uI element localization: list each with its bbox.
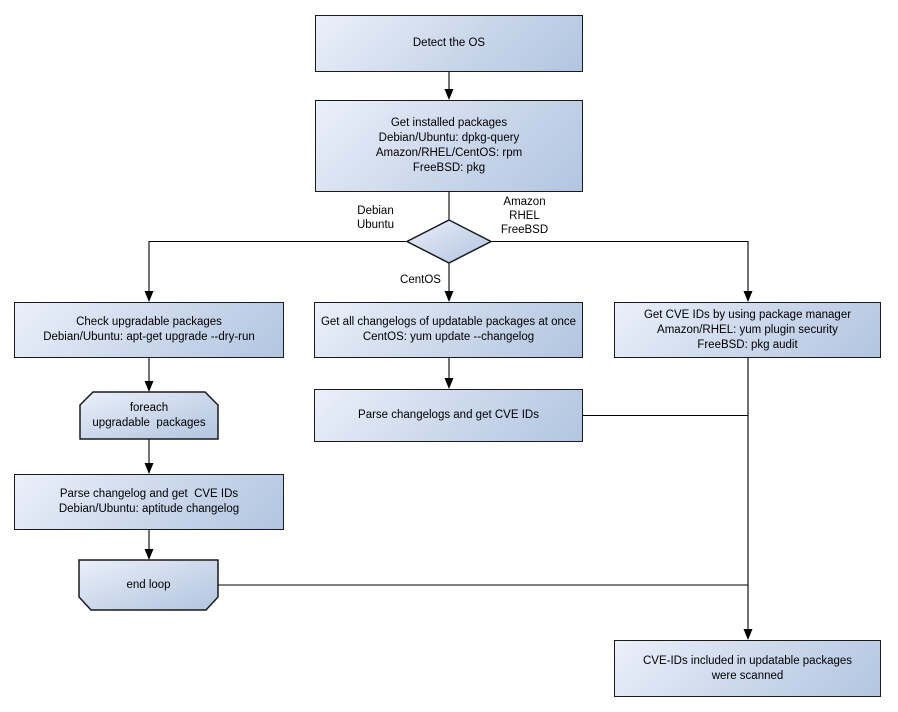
os-decision-diamond-shape bbox=[405, 219, 493, 264]
arrowhead bbox=[144, 463, 154, 474]
node-parse-changelogs-mid: Parse changelogs and get CVE IDs bbox=[314, 389, 583, 442]
node-get-cve-ids-right: Get CVE IDs by using package manager Ama… bbox=[614, 302, 881, 358]
arrowhead bbox=[743, 629, 753, 640]
node-cve-ids-scanned: CVE-IDs included in updatable packages w… bbox=[614, 640, 881, 697]
branch-label-debian-ubuntu: Debian Ubuntu bbox=[356, 205, 395, 231]
node-detect-os: Detect the OS bbox=[315, 15, 583, 72]
node-get-installed-packages: Get installed packages Debian/Ubuntu: dp… bbox=[315, 100, 583, 192]
arrowhead bbox=[444, 291, 454, 302]
foreach-loop-shape bbox=[79, 391, 219, 440]
node-check-upgradable-packages: Check upgradable packages Debian/Ubuntu:… bbox=[14, 302, 284, 358]
branch-label-centos: CentOS bbox=[400, 274, 441, 286]
arrowhead bbox=[444, 378, 454, 389]
arrowhead bbox=[144, 291, 154, 302]
node-get-all-changelogs: Get all changelogs of updatable packages… bbox=[314, 302, 583, 358]
branch-label-amazon-rhel-freebsd: Amazon RHEL FreeBSD bbox=[500, 196, 549, 236]
end-loop-label: end loop bbox=[126, 578, 171, 591]
connector-line bbox=[148, 240, 407, 292]
foreach-loop-label: foreach upgradable packages bbox=[92, 401, 206, 429]
connector-line bbox=[491, 240, 749, 292]
node-parse-changelog-left: Parse changelog and get CVE IDs Debian/U… bbox=[14, 474, 284, 530]
end-loop-shape bbox=[78, 559, 219, 611]
arrowhead bbox=[144, 381, 154, 392]
arrowhead bbox=[743, 291, 753, 302]
arrowhead bbox=[444, 89, 454, 100]
arrowhead bbox=[144, 549, 154, 560]
